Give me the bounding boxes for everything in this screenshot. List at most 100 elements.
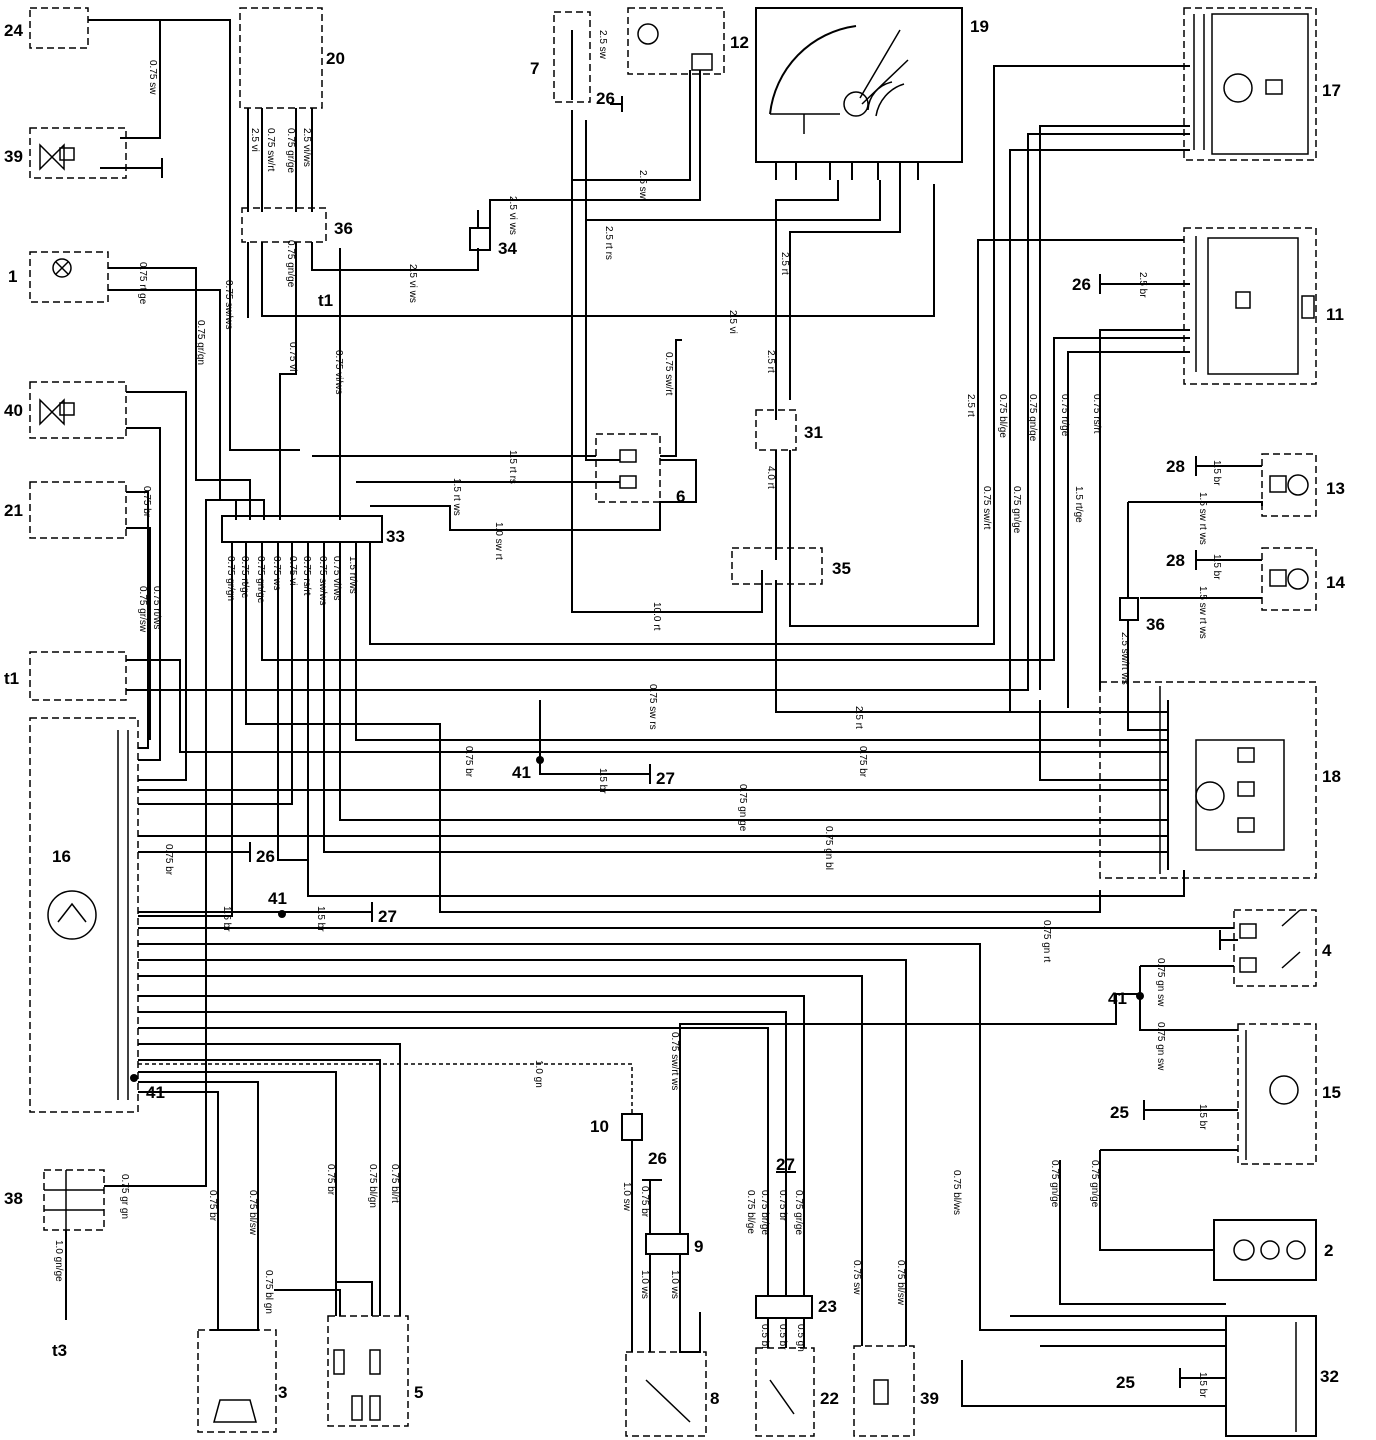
wire-label: 0.75 gr gn (119, 1174, 130, 1219)
wire-label: 0.75 vi (287, 342, 298, 371)
wire-label: 0.75 gn/ge (1089, 1160, 1100, 1208)
wire-label: 0.75 br (777, 1190, 788, 1222)
wire-label: 0.75 bl/sw (895, 1260, 906, 1306)
label-37: 39 (920, 1389, 939, 1408)
label-39: 40 (4, 401, 23, 420)
wire-label: 0.75 sw/ws (223, 280, 234, 329)
wire-label: 2.5 vi (727, 310, 738, 334)
switch-icon (645, 1379, 691, 1423)
wire-label: 1.0 ws (639, 1270, 650, 1299)
wire-label: 0.75 rs/rt (301, 556, 312, 596)
component-35-box (241, 207, 327, 243)
splice-41-label: 41 (268, 889, 287, 908)
ground-28-label: 28 (1166, 551, 1185, 570)
ground-26-label: 26 (256, 847, 275, 866)
component-6-box (595, 433, 661, 503)
wire-label: 10.0 rt (651, 602, 662, 631)
switch-icon (769, 1379, 795, 1415)
wire-label: 0.75 ws (271, 556, 282, 590)
wire-label: 0.75 bl/sw (247, 1190, 258, 1236)
label-5: 5 (414, 1383, 423, 1402)
connector-34 (1119, 597, 1139, 621)
valve-icon (873, 1379, 889, 1405)
label-29: 31 (804, 423, 823, 442)
label-11: 11 (1326, 305, 1344, 324)
wire-label: 0.75 gn/ge (1027, 394, 1038, 442)
wire-label: 0.75 br (463, 746, 474, 778)
wire-label: 1.5 rt/ge (1073, 486, 1084, 523)
valve-icon (39, 143, 75, 171)
wire-label: 1.0 ws (669, 1270, 680, 1299)
wire-label: 4.0 rt (765, 466, 776, 489)
wire-label: 0.75 gn sw (1155, 1022, 1166, 1071)
wire-label: 0.75 sw/rt (981, 486, 992, 530)
wire-label: 2.5 br (1137, 272, 1148, 298)
wire-label: 0.75 gn/ge (285, 240, 296, 288)
wire-label: 0.75 vi/ws (331, 556, 342, 600)
wire-label: 1.5 rt/ws (347, 556, 358, 594)
splice-41-label: 41 (512, 763, 531, 782)
wire-label: 0.75 rt/ws (151, 586, 162, 629)
label-38: 39 (4, 147, 23, 166)
pin-ticks (117, 14, 1297, 1432)
label-7: 7 (530, 59, 539, 78)
ground-27-label: 27 (378, 907, 397, 926)
wire-label: 2.5 sw (597, 30, 608, 60)
ground-labels: 26 26 26 26 27 27 27 28 28 25 25 41 41 4… (146, 89, 1185, 1392)
wire-label: 1.0 gn (533, 1060, 544, 1088)
ground-27-label: 27 (776, 1155, 795, 1174)
label-31: 33 (386, 527, 405, 546)
wire-label: 0.75 bl/ws (951, 1170, 962, 1215)
wire-label: 0.75 sw/rt (265, 128, 276, 172)
wire-label: 0.75 gn bl (823, 826, 834, 870)
ground-25-label: 25 (1116, 1373, 1135, 1392)
wire-label: 2.5 sw/rt ws (1119, 632, 1130, 685)
label-22: 22 (820, 1389, 839, 1408)
component-12-box (627, 7, 725, 75)
gauge-icon (1269, 1075, 1299, 1105)
wire-label: 1.5 br (1211, 554, 1222, 580)
lamp-icon (52, 258, 72, 278)
splice-41-label: 41 (146, 1083, 165, 1102)
wire-label: 0.75 gn/ge (1011, 486, 1022, 534)
wire-label: 0.75 gn rt (1041, 920, 1052, 962)
label-35: 36 (334, 219, 353, 238)
component-30-box (1225, 1315, 1317, 1437)
wire-label: 0.75 vi/ws (333, 350, 344, 394)
label-21: 21 (4, 501, 23, 520)
component-21-box (29, 481, 127, 539)
label-20: 20 (326, 49, 345, 68)
wire-label: 1.0 gn/ge (53, 1240, 64, 1282)
wire-label: 0.5 br (777, 1324, 788, 1350)
wire-label: 0.75 sw/rt (663, 352, 674, 396)
ground-27-label: 27 (656, 769, 675, 788)
component-11-box (1183, 227, 1317, 385)
wire-label: 1.0 sw rt (493, 522, 504, 560)
ground-26-label: 26 (596, 89, 615, 108)
wire-label: 0.75 gn/ge (255, 556, 266, 604)
component-1-box (29, 251, 109, 303)
wire-label: 2.5 rt (779, 252, 790, 275)
wire-label: 0.75 rt/ge (239, 556, 250, 599)
wire-label: 0.75 gr/gn (225, 556, 236, 601)
relay-icon (1195, 747, 1255, 833)
component-14-box (1261, 547, 1317, 611)
component-5-box (327, 1315, 409, 1427)
wire-label: 0.75 br (141, 486, 152, 518)
ignition-switch-icon (769, 25, 909, 134)
label-14: 14 (1326, 573, 1345, 592)
label-3: 3 (278, 1383, 287, 1402)
label-18: 18 (1322, 767, 1341, 786)
motor-icon (637, 23, 713, 71)
label-12: 12 (730, 33, 749, 52)
wire-label: 0.5 gn (795, 1324, 806, 1352)
component-3-box (197, 1329, 277, 1433)
wire-label: 0.75 gr/gn (195, 320, 206, 365)
label-17: 17 (1322, 81, 1341, 100)
wire-label: 0.75 br (857, 746, 868, 778)
wire-label: 0.75 sw (147, 60, 158, 95)
instrument-cluster-icon (1233, 1239, 1306, 1261)
label-40: t1 (4, 669, 19, 688)
component-7-box (553, 11, 591, 103)
label-1: 1 (8, 267, 17, 286)
